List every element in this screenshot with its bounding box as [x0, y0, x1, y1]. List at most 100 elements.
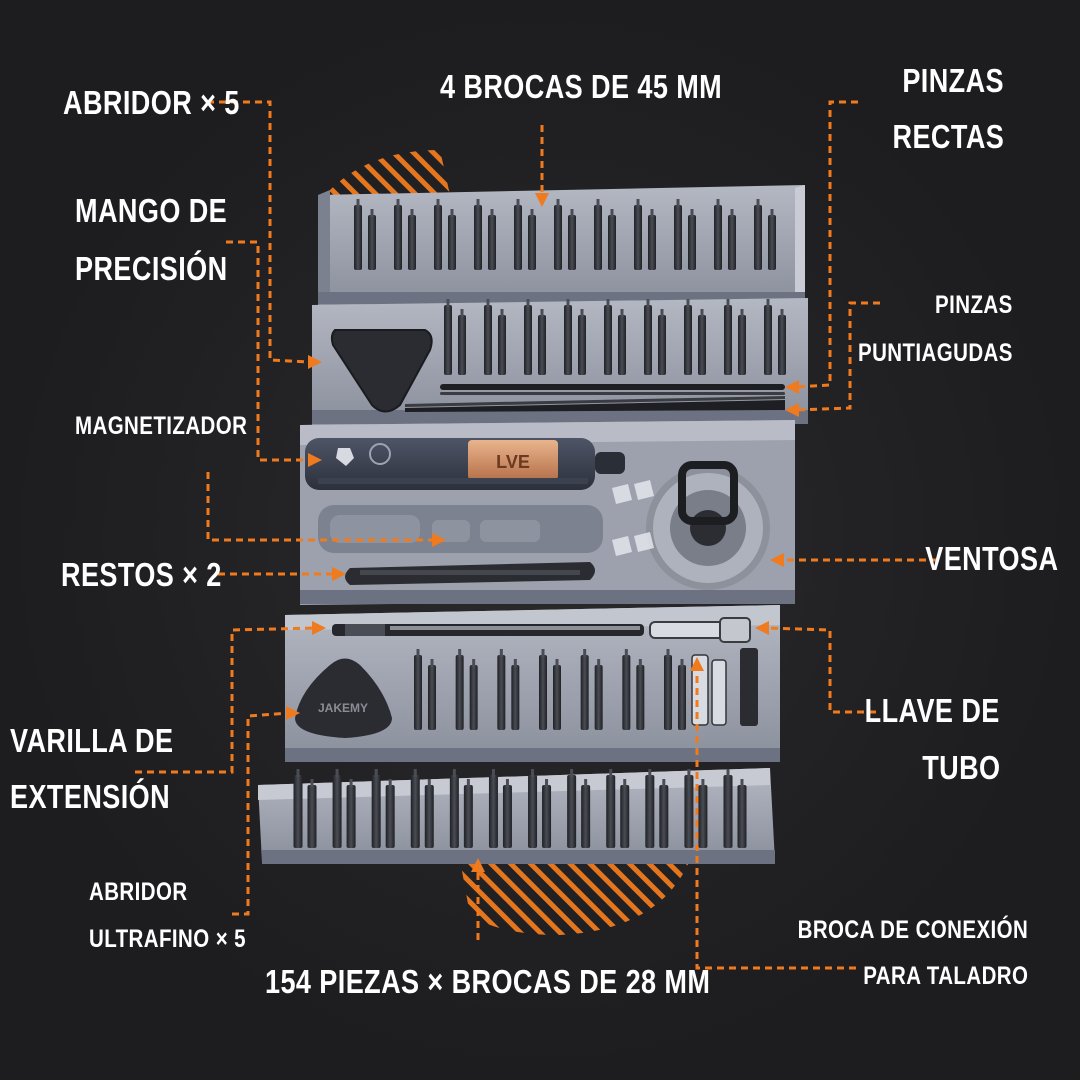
label-pinzas-rectas-2: RECTAS	[892, 118, 1004, 155]
bit-tip	[450, 209, 454, 217]
bit-tip	[460, 309, 464, 317]
screwdriver-bit	[434, 205, 442, 270]
bit-tip	[540, 309, 544, 317]
screwdriver-bit	[738, 315, 746, 375]
screwdriver-bit	[648, 215, 656, 270]
screwdriver-bit	[604, 305, 612, 375]
bit-tip	[516, 199, 520, 207]
tray-tier-4: JAKEMY	[285, 605, 780, 762]
bit-tip	[500, 309, 504, 317]
screwdriver-bit	[553, 665, 561, 730]
tray-tier-5	[258, 768, 775, 864]
leader-arrowheads	[286, 193, 799, 872]
screwdriver-bit	[332, 775, 342, 848]
screwdriver-bit	[463, 785, 473, 848]
bit-tip	[505, 779, 509, 787]
bit-tip	[545, 779, 549, 787]
bit-tip	[452, 769, 456, 777]
screwdriver-bit	[385, 785, 395, 848]
bit-tip	[780, 309, 784, 317]
screwdriver-bit	[737, 785, 747, 848]
screwdriver-bit	[346, 785, 356, 848]
screwdriver-bit	[293, 775, 303, 848]
leader-lines	[135, 100, 938, 970]
leader-ultrafino	[232, 711, 291, 916]
extension-rod-icon	[332, 624, 644, 636]
bit-tip	[606, 299, 610, 307]
screwdriver-bit	[688, 215, 696, 270]
screwdriver-bit	[469, 665, 478, 730]
bit-tip	[388, 779, 392, 787]
screwdriver-bit	[698, 785, 708, 848]
bit-tip	[413, 769, 417, 777]
bit-tip	[491, 769, 495, 777]
screwdriver-bit	[764, 305, 772, 375]
screwdriver-bit	[684, 305, 692, 375]
screwdriver-bit	[618, 315, 626, 375]
bit-tip	[531, 769, 535, 777]
screwdriver-bit	[514, 205, 522, 270]
screwdriver-bit	[658, 315, 666, 375]
screwdriver-bit	[502, 785, 512, 848]
label-ultrafino-1: ABRIDOR	[89, 878, 188, 906]
screwdriver-bit	[410, 775, 420, 848]
bit-tip	[638, 659, 642, 667]
hatch-bottom-decoration	[460, 860, 690, 935]
leader-conexion	[695, 667, 856, 970]
bits-row-28mm	[293, 769, 747, 848]
screwdriver-bit	[578, 315, 586, 375]
screwdriver-bit	[488, 775, 498, 848]
bit-tip	[555, 659, 559, 667]
bit-tip	[770, 209, 774, 217]
bit-tip	[666, 649, 670, 657]
bit-tip	[662, 779, 666, 787]
bit-tip	[410, 209, 414, 217]
bit-tip	[356, 199, 360, 207]
screwdriver-bit	[444, 305, 452, 375]
bit-tip	[740, 309, 744, 317]
screwdriver-bit	[524, 305, 532, 375]
bit-tip	[556, 199, 560, 207]
screwdriver-bit	[538, 315, 546, 375]
magnetizer-icon	[318, 505, 603, 553]
screwdriver-bit	[606, 775, 616, 848]
leader-pinzas-punt	[794, 301, 880, 412]
screwdriver-bit	[428, 665, 436, 730]
leader-pinzas-rectas	[794, 100, 858, 389]
bit-tip	[570, 209, 574, 217]
leader-magnetizador	[206, 472, 436, 542]
screwdriver-bit	[674, 205, 682, 270]
bit-tip	[458, 649, 462, 657]
bit-tip	[597, 659, 601, 667]
bit-tip	[446, 299, 450, 307]
bit-tip	[370, 209, 374, 217]
bits-row-4	[414, 649, 686, 730]
bit-tip	[676, 199, 680, 207]
screwdriver-bit	[636, 665, 645, 730]
screwdriver-bit	[484, 305, 492, 375]
bit-tip	[566, 299, 570, 307]
bit-tip	[427, 779, 431, 787]
label-magnetizador: MAGNETIZADOR	[75, 412, 248, 440]
screwdriver-bit	[554, 205, 562, 270]
bit-tip	[740, 779, 744, 787]
label-llave-1: LLAVE DE	[864, 692, 1000, 729]
screwdriver-bit	[307, 785, 317, 848]
screwdriver-bit	[723, 775, 733, 848]
screwdriver-bit	[634, 205, 642, 270]
bit-tip	[686, 299, 690, 307]
screwdriver-bit	[659, 785, 669, 848]
bit-tip	[584, 779, 588, 787]
screwdriver-bit	[622, 655, 631, 730]
precision-handle-icon: LVE	[305, 438, 625, 490]
screwdriver-bit	[448, 215, 456, 270]
bit-tip	[541, 649, 545, 657]
bit-tip	[596, 199, 600, 207]
screwdriver-bit	[354, 205, 362, 270]
screwdriver-bit	[497, 655, 506, 730]
label-varilla-1: VARILLA DE	[10, 722, 174, 759]
bit-tip	[499, 649, 503, 657]
label-varilla-2: EXTENSIÓN	[10, 778, 171, 815]
